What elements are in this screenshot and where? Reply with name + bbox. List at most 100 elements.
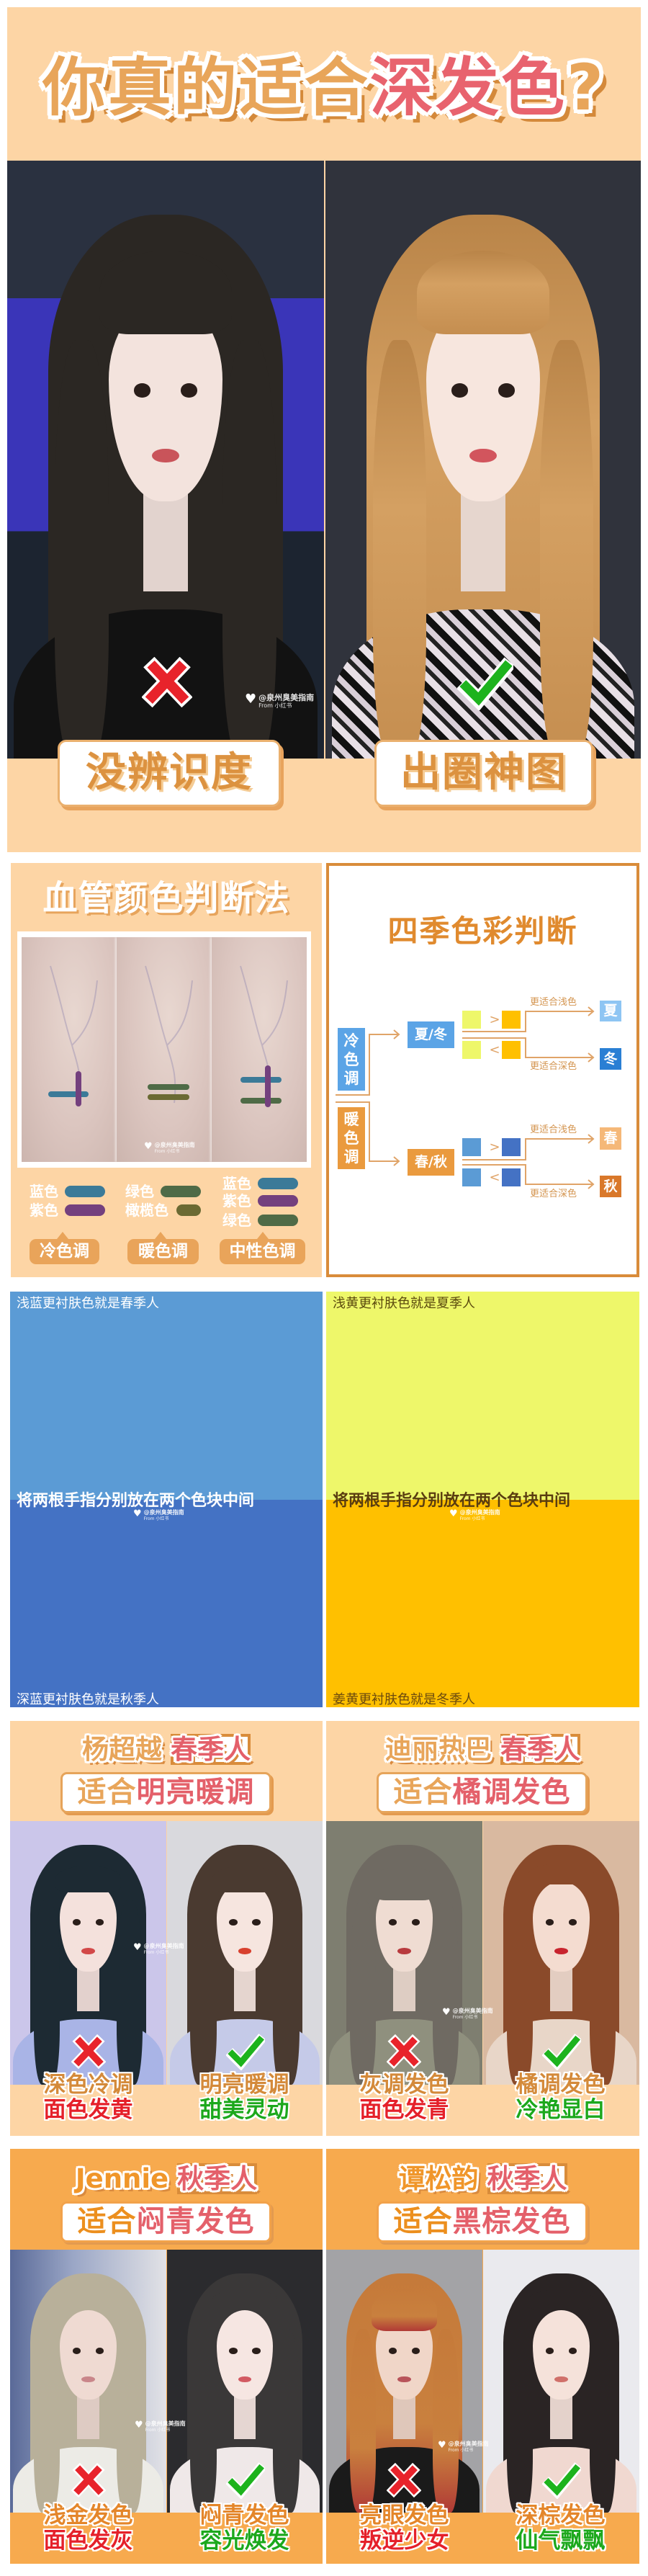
celebrity-name: 谭松韵 bbox=[398, 2163, 479, 2194]
good-hair-color: 闷青发色 bbox=[199, 2503, 289, 2528]
hair-lock bbox=[222, 340, 276, 759]
result-winter: 冬 bbox=[600, 1048, 621, 1070]
hair-lock bbox=[55, 340, 109, 759]
good-effect: 容光焕发 bbox=[199, 2528, 289, 2554]
instruction-text: 将两根手指分别放在两个色块中间 bbox=[333, 1492, 571, 1510]
photo-dark-hair bbox=[7, 161, 324, 759]
watermark-source: From 小红书 bbox=[145, 2428, 171, 2433]
celebrity-name: 迪丽热巴 bbox=[385, 1734, 492, 1765]
heart-icon: ♥ bbox=[449, 1508, 458, 1519]
watermark-source: From 小红书 bbox=[448, 2448, 474, 2453]
label-good-example: 出圈神图 bbox=[374, 740, 593, 807]
title-highlight: 深发色 bbox=[369, 50, 567, 125]
hair-lock bbox=[539, 340, 594, 759]
light-yellow-caption: 浅黄更衬肤色就是夏季人 bbox=[333, 1296, 475, 1311]
cross-icon bbox=[387, 2034, 421, 2069]
legend-label: 绿色 bbox=[125, 1183, 154, 1200]
good-effect: 仙气飘飘 bbox=[516, 2528, 606, 2554]
legend-swatch-green bbox=[161, 1186, 201, 1197]
title-suffix: ? bbox=[566, 50, 606, 125]
legend-swatch-blue bbox=[258, 1178, 298, 1189]
tone-char: 色 bbox=[343, 1130, 359, 1147]
greater-than-sign: > bbox=[489, 1140, 500, 1155]
bad-hair-color: 浅金发色 bbox=[43, 2503, 133, 2528]
recommendation-box: 适合黑棕发色 bbox=[377, 2201, 588, 2242]
recommendation-box: 适合橘调发色 bbox=[377, 1772, 588, 1813]
vein-color-method-panel: 血管颜色判断法 ♥ @泉州 bbox=[11, 863, 322, 1277]
dark-blue-caption: 深蓝更衬肤色就是秋季人 bbox=[17, 1692, 159, 1707]
watermark-source: From 小红书 bbox=[459, 1516, 485, 1521]
card-title: 迪丽热巴春季人 bbox=[326, 1734, 639, 1766]
spring-autumn-box: 春/秋 bbox=[408, 1149, 454, 1176]
watermark-handle: @泉州臭美指南 bbox=[258, 693, 315, 702]
vein-method-title: 血管颜色判断法 bbox=[42, 878, 290, 918]
tag-pointer bbox=[57, 1232, 68, 1239]
watermark-handle: @泉州臭美指南 bbox=[143, 1509, 184, 1516]
less-than-sign: < bbox=[489, 1170, 500, 1185]
verdict-good: 橘调发色冷艳显白 bbox=[482, 2072, 639, 2123]
season-method-title: 四季色彩判断 bbox=[387, 913, 578, 949]
season-type: 秋季人 bbox=[177, 2163, 258, 2194]
watermark-source: From 小红书 bbox=[143, 1516, 169, 1521]
green-vein-marker bbox=[148, 1084, 189, 1090]
bad-effect: 面色发黄 bbox=[43, 2097, 133, 2123]
watermark-handle: @泉州臭美指南 bbox=[452, 2008, 493, 2014]
tag-pointer bbox=[155, 1232, 166, 1239]
swatch-dark-blue bbox=[502, 1138, 521, 1156]
heart-icon: ♥ bbox=[133, 1508, 142, 1519]
check-icon bbox=[226, 2034, 265, 2070]
watermark-source: From 小红书 bbox=[154, 1149, 180, 1154]
swatch-light-blue bbox=[462, 1168, 481, 1186]
season-type: 秋季人 bbox=[487, 2163, 567, 2194]
heart-icon: ♥ bbox=[442, 2007, 451, 2018]
legend-swatch-olive bbox=[176, 1204, 201, 1216]
recommendation-highlight: 橘调发色 bbox=[452, 1776, 571, 1809]
legend-swatch-green bbox=[258, 1215, 298, 1226]
bangs bbox=[99, 250, 233, 334]
result-autumn: 秋 bbox=[600, 1176, 621, 1197]
swatch-light-yellow bbox=[462, 1041, 481, 1059]
page-title: 你真的适合深发色? bbox=[7, 48, 641, 128]
card-title: Jennie 秋季人 bbox=[10, 2163, 323, 2195]
bad-hair-color: 灰调发色 bbox=[359, 2072, 449, 2098]
cross-icon bbox=[387, 2463, 421, 2497]
good-hair-color: 橘调发色 bbox=[516, 2072, 606, 2098]
legend-swatch-purple bbox=[258, 1195, 298, 1207]
heart-icon: ♥ bbox=[133, 1942, 142, 1953]
verdict-bad: 灰调发色面色发青 bbox=[326, 2072, 482, 2123]
check-icon bbox=[542, 2034, 581, 2070]
cross-icon bbox=[71, 2463, 106, 2497]
tone-char: 调 bbox=[343, 1148, 359, 1166]
bangs bbox=[417, 250, 549, 334]
celebrity-name: Jennie bbox=[75, 2163, 169, 2194]
four-season-method-panel: 四季色彩判断 冷 色 调 夏/冬 > < 更适合浅色 更适合深色 夏 冬 暖 色… bbox=[326, 863, 639, 1277]
greater-than-sign: > bbox=[489, 1012, 500, 1027]
dark-blue-block bbox=[10, 1500, 323, 1707]
swatch-light-blue bbox=[462, 1138, 481, 1156]
good-hair-color: 深棕发色 bbox=[516, 2503, 606, 2528]
ginger-yellow-block bbox=[326, 1500, 639, 1707]
swatch-ginger-yellow bbox=[502, 1041, 521, 1059]
tag-pointer bbox=[257, 1232, 269, 1239]
recommendation-prefix: 适合 bbox=[77, 1776, 137, 1809]
swatch-light-yellow bbox=[462, 1011, 481, 1029]
verdict-bad: 亮眼发色叛逆少女 bbox=[326, 2503, 482, 2554]
tone-char: 冷 bbox=[343, 1032, 359, 1050]
light-blue-block bbox=[10, 1292, 323, 1500]
tag-neutral-tone: 中性色调 bbox=[220, 1239, 305, 1264]
legend-label: 蓝色 bbox=[30, 1183, 58, 1200]
bad-hair-color: 亮眼发色 bbox=[359, 2503, 449, 2528]
olive-vein-marker bbox=[148, 1094, 189, 1100]
cross-icon bbox=[142, 657, 192, 707]
label-bad-example: 没辨识度 bbox=[58, 740, 281, 807]
